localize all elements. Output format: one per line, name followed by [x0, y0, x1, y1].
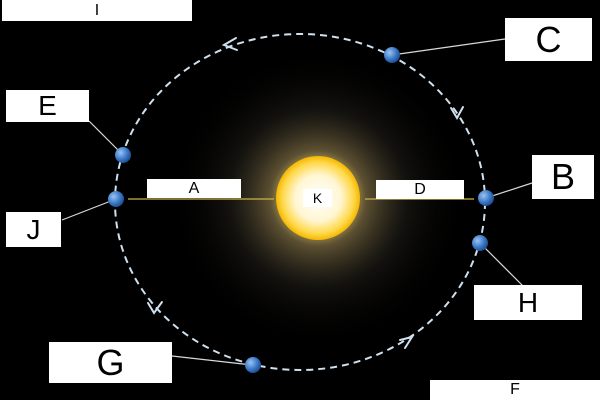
label-c: C — [505, 18, 592, 61]
leader-line-b — [485, 182, 533, 199]
label-f: F — [430, 380, 600, 400]
planet-g — [245, 357, 261, 373]
leader-lines — [61, 38, 533, 366]
label-i: I — [2, 0, 192, 21]
leader-line-j — [61, 198, 117, 221]
arrow-bottom-right-icon — [399, 335, 415, 349]
label-h: H — [474, 285, 582, 320]
label-k: K — [303, 189, 332, 207]
planet-j — [108, 191, 124, 207]
arrow-right-upper-icon — [450, 106, 464, 121]
label-d: D — [376, 180, 464, 199]
leader-line-e — [88, 120, 124, 156]
leader-line-c — [391, 38, 506, 56]
planet-b — [478, 190, 494, 206]
arrow-left-lower-icon — [147, 301, 163, 315]
label-e: E — [6, 90, 89, 122]
direction-arrows — [147, 37, 464, 349]
leader-line-h — [479, 242, 525, 288]
label-g: G — [49, 342, 172, 383]
label-a: A — [147, 179, 241, 198]
planet-h — [472, 235, 488, 251]
leader-line-g — [171, 355, 253, 366]
label-b: B — [532, 155, 594, 199]
arrow-top-left-icon — [221, 37, 238, 51]
label-j: J — [6, 212, 61, 247]
planet-c — [384, 47, 400, 63]
planet-e — [115, 147, 131, 163]
